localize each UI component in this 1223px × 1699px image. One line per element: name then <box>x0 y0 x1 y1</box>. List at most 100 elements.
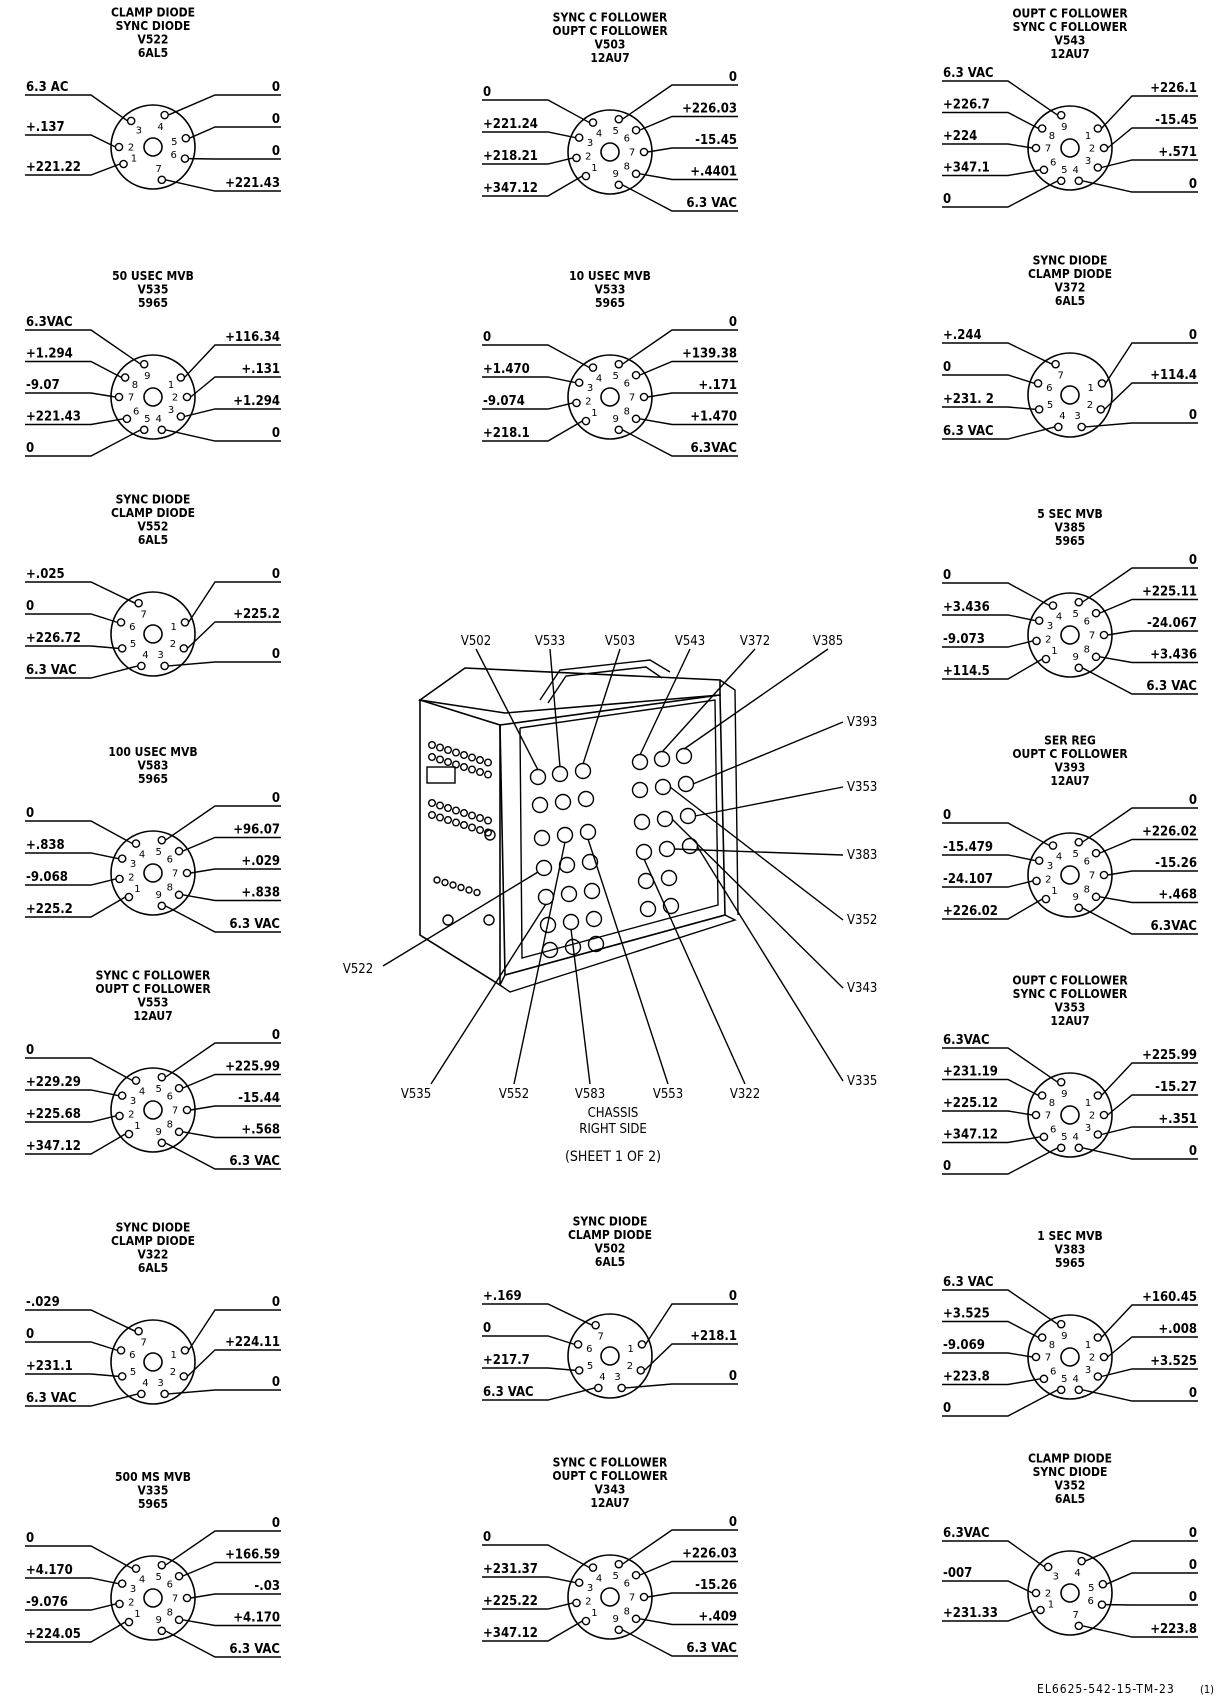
socket-pin <box>117 1579 127 1588</box>
chassis-label-v372: V372 <box>740 634 770 649</box>
lead-line <box>942 1289 1058 1325</box>
pin-number: 2 <box>1089 144 1095 155</box>
socket-pin <box>124 892 134 902</box>
panel-jack <box>428 811 437 820</box>
lead-line <box>647 147 738 153</box>
socket-pin <box>588 1563 598 1572</box>
pin-voltage-right-pin9: 6.3 VAC <box>229 917 280 932</box>
socket-pin <box>637 1340 647 1349</box>
socket-pin <box>639 392 649 402</box>
pin-number: 2 <box>172 393 178 404</box>
pin-number: 6 <box>129 622 135 633</box>
socket-pin <box>134 598 143 608</box>
socket-pin <box>157 1072 167 1082</box>
pin-number: 7 <box>598 1332 604 1343</box>
chassis-tube-socket <box>662 897 680 915</box>
chassis-tube-socket <box>635 843 653 861</box>
pin-number: 1 <box>134 884 140 895</box>
pin-voltage-right-pin7: -15.26 <box>1155 856 1197 871</box>
socket-pin <box>614 1625 624 1635</box>
socket-center-key <box>143 137 163 157</box>
panel-jack <box>444 804 453 813</box>
chassis-label-v543: V543 <box>675 634 705 649</box>
pin-number: 6 <box>1084 856 1090 867</box>
pin-number: 9 <box>1073 652 1079 663</box>
pin-voltage-left-pin6: +347.1 <box>943 161 990 176</box>
pin-number: 1 <box>134 1609 140 1620</box>
lead-line <box>647 392 738 398</box>
lead-line <box>1099 656 1198 664</box>
pin-voltage-right-pin6: 0 <box>1189 1590 1197 1605</box>
lead-line <box>190 1105 281 1111</box>
pin-voltage-right-pin1: +225.99 <box>1142 1048 1197 1063</box>
lead-line <box>942 898 1043 920</box>
pin-voltage-right-pin7: +221.43 <box>225 176 280 191</box>
socket-pin <box>117 644 127 653</box>
lead-line <box>942 1136 1041 1144</box>
socket-pin <box>126 116 136 126</box>
pin-number: 6 <box>1050 1125 1056 1136</box>
socket-title-line: V352 <box>1055 1479 1086 1493</box>
socket-pin <box>124 1617 134 1627</box>
socket-outline <box>110 1067 196 1153</box>
chassis-tube-socket <box>535 859 553 877</box>
pin-voltage-left-pin5: 0 <box>943 192 951 207</box>
socket-title-line: V522 <box>138 33 169 47</box>
leader-v322 <box>643 858 746 1085</box>
pin-voltage-right-pin6: +225.99 <box>225 1060 280 1075</box>
lead-line <box>644 1303 738 1345</box>
socket-pin <box>131 1076 141 1085</box>
socket-title-line: 6AL5 <box>1055 294 1085 308</box>
socket-pin <box>157 835 167 845</box>
lead-line <box>1107 630 1198 636</box>
panel-jack <box>465 886 473 894</box>
pin-voltage-right-pin5: 0 <box>729 1515 737 1530</box>
lead-line <box>639 1560 738 1576</box>
lead-line <box>25 1057 133 1082</box>
lead-line <box>165 1142 281 1170</box>
socket-outline <box>1027 105 1113 191</box>
pin-number: 9 <box>1061 1089 1067 1100</box>
socket-title-line: CLAMP DIODE <box>111 1234 195 1248</box>
pin-number: 5 <box>156 1084 162 1095</box>
chassis-label-v385: V385 <box>813 634 843 649</box>
lead-line <box>25 1133 126 1155</box>
socket-pin <box>1056 1319 1066 1329</box>
panel-jack <box>484 758 493 767</box>
lead-line <box>639 173 738 181</box>
socket-title-line: 6AL5 <box>138 46 168 60</box>
lead-line <box>942 1580 1033 1594</box>
lead-line <box>1100 1304 1198 1338</box>
pin-voltage-left-pin6: 0 <box>943 360 951 375</box>
pin-number: 2 <box>128 143 134 154</box>
socket-center-key <box>143 1588 163 1608</box>
socket-pin <box>631 169 641 179</box>
pin-number: 7 <box>629 148 635 159</box>
socket-pin <box>617 1383 626 1393</box>
panel-jack <box>444 746 453 755</box>
lead-line <box>942 854 1036 862</box>
pin-voltage-right-pin2: +225.2 <box>233 607 280 622</box>
panel-jack <box>468 753 477 762</box>
chassis-label-v353: V353 <box>847 780 877 795</box>
pin-voltage-right-pin8: +1.470 <box>690 410 737 425</box>
lead-line <box>942 169 1041 177</box>
pin-voltage-left-pin2: -24.107 <box>943 872 993 887</box>
socket-outline <box>110 1319 196 1405</box>
lead-line <box>165 1042 281 1078</box>
socket-outline <box>567 354 653 440</box>
socket-pin <box>174 890 184 900</box>
leader-v535 <box>430 903 547 1085</box>
pin-number: 9 <box>613 414 619 425</box>
pin-voltage-right-pin8: +3.436 <box>1150 648 1197 663</box>
socket-pin <box>1098 1579 1108 1589</box>
chassis-tube-socket <box>631 753 649 771</box>
chassis-tube-socket <box>660 869 678 887</box>
pin-voltage-left-pin3: +221.24 <box>483 117 538 132</box>
pin-voltage-left-pin3: +.838 <box>26 838 65 853</box>
pin-voltage-left-pin8: +1.294 <box>26 347 73 362</box>
socket-pin <box>1099 870 1109 880</box>
socket-center-key <box>143 624 163 644</box>
leader-v383 <box>673 848 844 856</box>
